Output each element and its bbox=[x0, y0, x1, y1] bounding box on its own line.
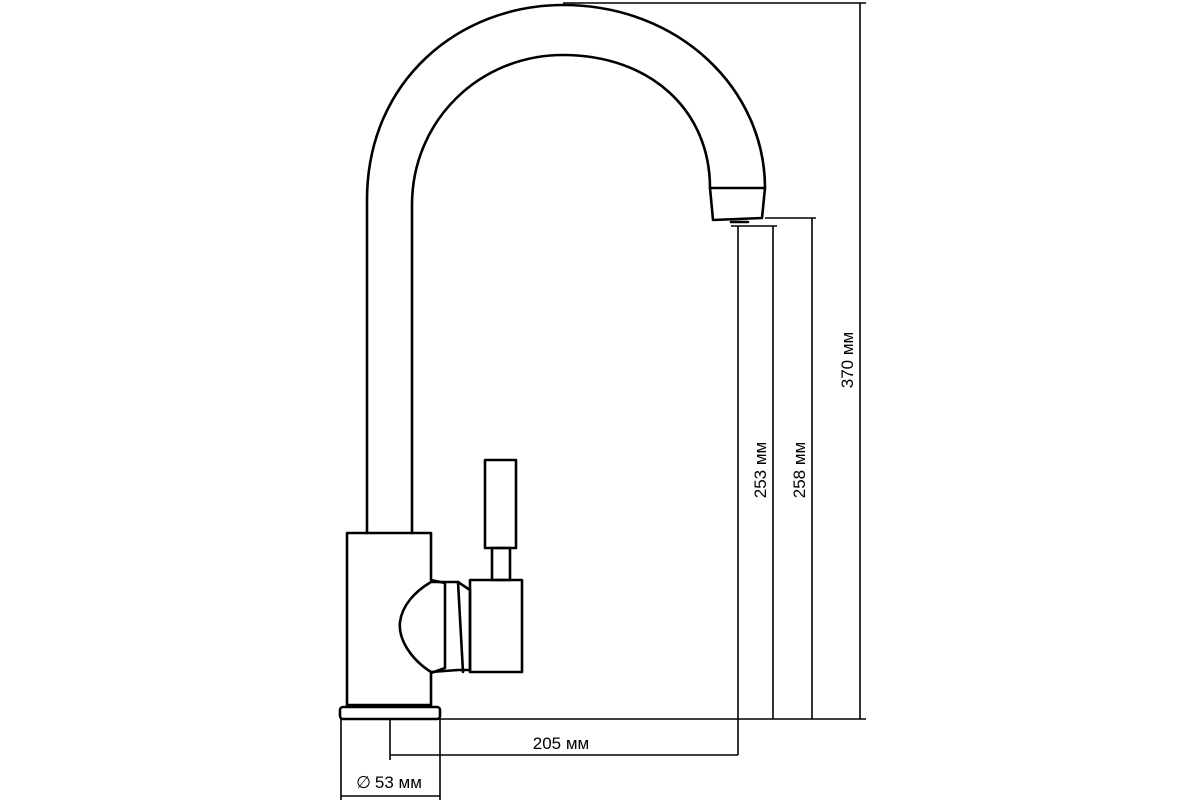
handle-lever bbox=[483, 458, 518, 550]
handle-block bbox=[468, 578, 524, 674]
dimension-lines bbox=[340, 2, 866, 800]
handle-joint-edge bbox=[456, 580, 465, 674]
label-spout-height-outer: 258 мм bbox=[790, 442, 809, 498]
diameter-value: 53 мм bbox=[375, 773, 422, 792]
spout-inner-contour bbox=[410, 53, 712, 535]
spout-outer-contour bbox=[365, 3, 767, 535]
aerator-nozzle bbox=[708, 186, 767, 222]
diameter-symbol: ∅ bbox=[356, 773, 371, 792]
base-ring bbox=[338, 705, 442, 721]
mixer-body bbox=[345, 531, 447, 707]
label-total-height: 370 мм bbox=[838, 332, 857, 388]
label-spout-height-inner: 253 мм bbox=[751, 442, 770, 498]
dimension-labels: 370 мм 258 мм 253 мм 205 мм ∅53 мм bbox=[356, 332, 857, 792]
label-base-diameter: ∅53 мм bbox=[356, 773, 422, 792]
handle-joint bbox=[398, 580, 472, 674]
faucet-outline bbox=[338, 3, 767, 721]
handle-neck bbox=[490, 546, 512, 582]
label-spout-reach: 205 мм bbox=[533, 734, 589, 753]
